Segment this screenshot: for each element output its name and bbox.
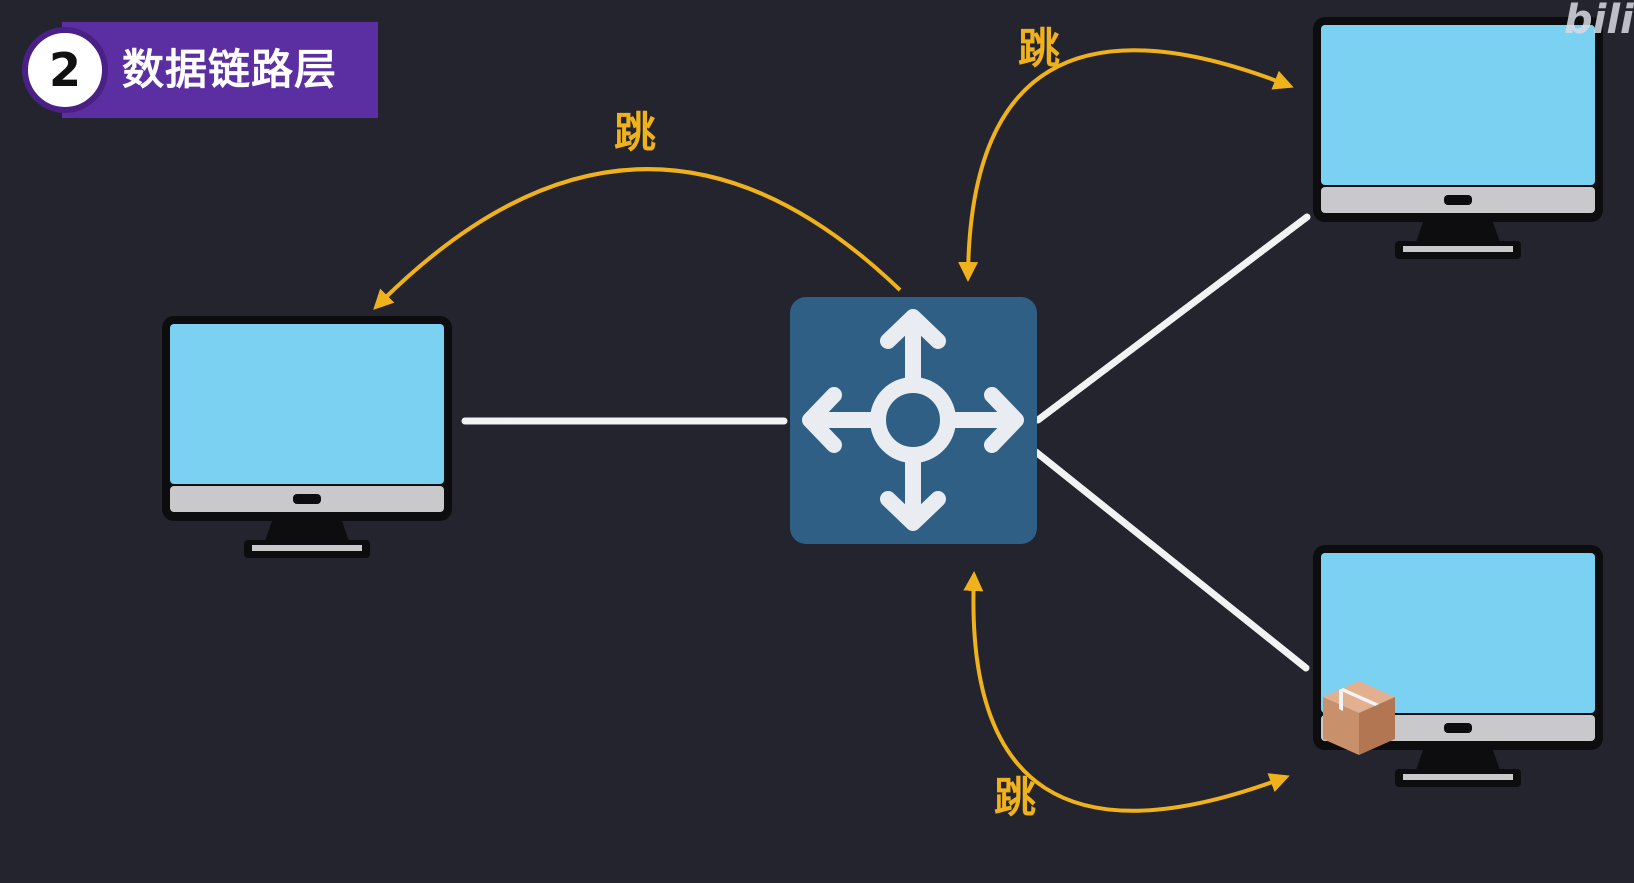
hop-arrow-left: [373, 167, 902, 310]
link-bottom-right: [1032, 448, 1310, 672]
watermark-logo: bili: [1564, 0, 1634, 43]
package-icon: [1323, 681, 1395, 755]
hop-arrow-top-right: [958, 48, 1294, 282]
computer-top-right: [1313, 17, 1603, 259]
section-title: 数据链路层: [122, 45, 338, 94]
hop-label-bottom-right: 跳: [994, 773, 1036, 822]
hop-arrow-bottom-right: [963, 571, 1290, 813]
section-number: 2: [22, 27, 108, 113]
hop-label-top-right: 跳: [1018, 24, 1060, 73]
switch-icon: [790, 297, 1037, 544]
section-title-badge: 2 数据链路层: [22, 22, 378, 118]
link-top-right: [1034, 213, 1311, 424]
computer-left: [162, 316, 452, 558]
title-bar: [62, 22, 378, 118]
hop-label-left: 跳: [614, 108, 656, 157]
hop-arrows: [373, 48, 1294, 813]
